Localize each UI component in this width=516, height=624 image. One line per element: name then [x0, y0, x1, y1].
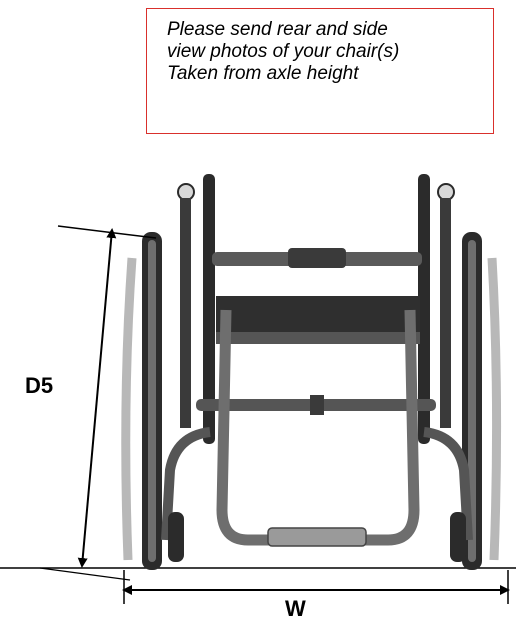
right-push-handle-icon: [437, 183, 455, 201]
right-back-post-2: [418, 174, 430, 444]
left-lower-frame: [161, 427, 211, 541]
d5-dimension-arrow: [77, 228, 117, 568]
right-caster-wheel: [450, 512, 466, 562]
ground-shadow-line: [39, 567, 131, 581]
w-label: W: [285, 596, 306, 621]
note-line-2: view photos of your chair(s): [167, 41, 400, 62]
footrest-bar: [267, 527, 367, 547]
left-push-handle-icon: [177, 183, 195, 201]
backrest-lower-bar: [216, 332, 420, 344]
left-back-post: [180, 198, 191, 428]
left-wheel-rim: [148, 240, 156, 562]
axle-cross-bar-clamp: [310, 395, 324, 415]
right-wheel-rim: [468, 240, 476, 562]
right-lower-frame: [423, 427, 473, 541]
instruction-note-box: Please send rear and side view photos of…: [146, 8, 494, 134]
left-caster-wheel: [168, 512, 184, 562]
note-line-1: Please send rear and side: [167, 19, 388, 40]
right-back-post: [440, 198, 451, 428]
wheelchair-illustration: [121, 174, 502, 570]
backrest-top-bar-clamp: [288, 248, 346, 268]
front-legrest-loop: [216, 309, 420, 546]
left-back-post-2: [203, 174, 215, 444]
note-line-3: Taken from axle height: [167, 63, 359, 84]
left-wheel-outer: [121, 257, 137, 561]
right-wheel-outer: [487, 257, 502, 561]
d5-extension-line: [57, 225, 157, 239]
d5-label: D5: [25, 373, 54, 398]
